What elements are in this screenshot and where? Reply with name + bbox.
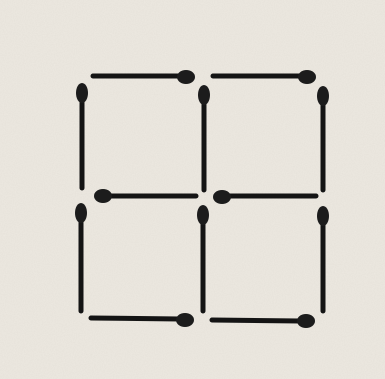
matchstick-head (75, 203, 87, 223)
matchstick-head (197, 205, 209, 225)
matchstick-head (176, 313, 194, 327)
matchstick-head (213, 190, 231, 204)
matchstick-stick (91, 318, 180, 319)
matchstick-head (317, 86, 329, 106)
matchstick-head (177, 70, 195, 84)
matchstick-head (76, 83, 88, 103)
matchstick-head (298, 70, 316, 84)
matchstick-head (198, 85, 210, 105)
matchstick-head (317, 206, 329, 226)
matchstick-head (94, 189, 112, 203)
matchstick-head (297, 314, 315, 328)
matchstick-stick (212, 320, 300, 321)
